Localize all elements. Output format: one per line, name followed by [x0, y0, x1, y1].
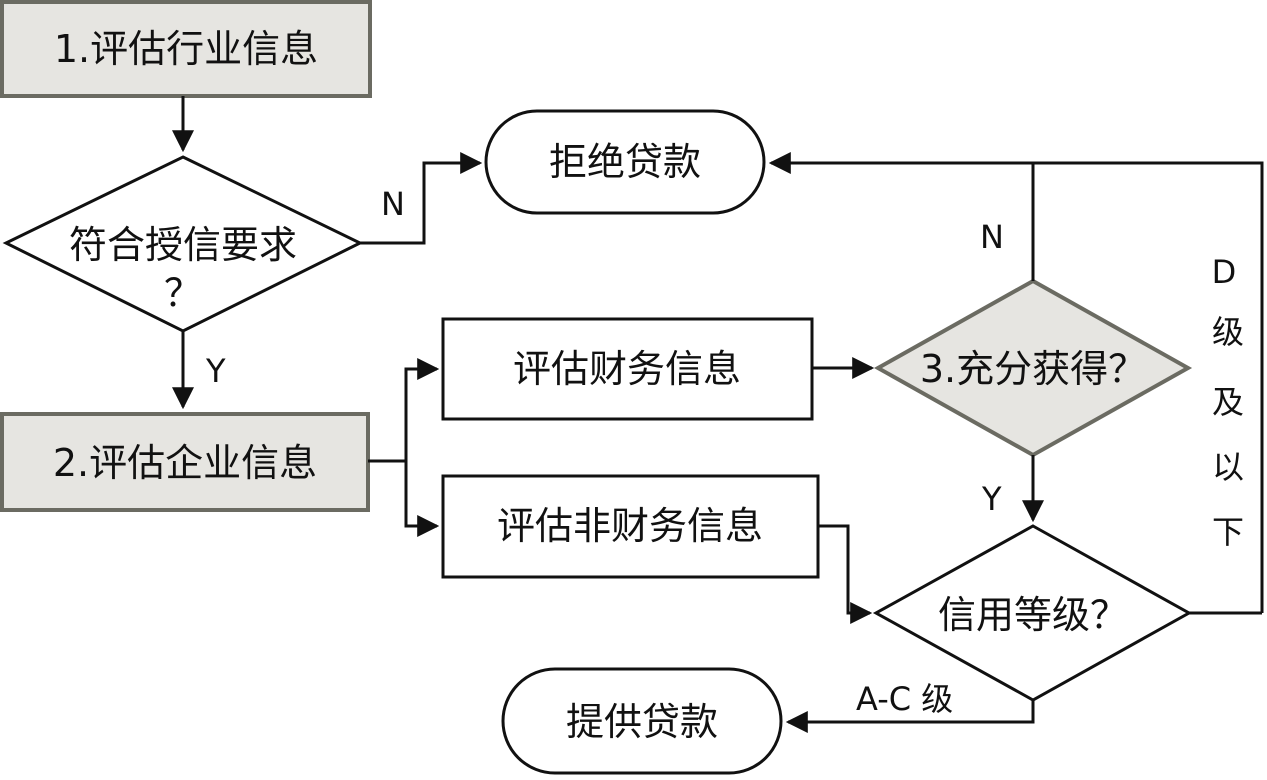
edge-fork-to-nonfinancial	[404, 461, 440, 537]
edge-label-grade-ac: A-C 级	[856, 680, 953, 718]
edge-label-grade-d-char: 以	[1212, 448, 1244, 486]
edge-top-to-reject	[768, 152, 1264, 613]
node-reject-loan-label: 拒绝贷款	[549, 140, 701, 184]
edge-label-grade-d-char: 下	[1212, 513, 1244, 551]
node-assess-nonfinancial: 评估非财务信息	[441, 474, 820, 579]
node-meets-requirement-label: 符合授信要求	[69, 223, 297, 267]
node-assess-financial: 评估财务信息	[441, 317, 814, 421]
edge-fork-to-financial	[404, 358, 440, 461]
node-sufficient: 3.充分获得？	[873, 278, 1193, 458]
node-assess-company: 2.评估企业信息	[0, 412, 370, 512]
edge-label-grade-d-char: 及	[1212, 383, 1244, 421]
node-meets-requirement-question: ？	[164, 271, 202, 315]
node-assess-industry: 1.评估行业信息	[0, 0, 372, 98]
node-assess-nonfinancial-label: 评估非财务信息	[497, 504, 763, 548]
edge-label-grade-d-char: D	[1212, 253, 1237, 291]
edge-label-n1: N	[381, 185, 405, 223]
edge-label-grade-d: D 级 及 以 下	[1212, 253, 1244, 551]
edge-decision-no-to-reject	[360, 152, 483, 245]
node-assess-financial-label: 评估财务信息	[513, 347, 741, 391]
node-meets-requirement: 符合授信要求 ？	[2, 155, 364, 333]
edge-grade-ac-to-provide	[785, 700, 1035, 733]
node-assess-industry-label: 1.评估行业信息	[54, 27, 318, 71]
node-sufficient-label: 3.充分获得？	[920, 347, 1146, 391]
edge-label-grade-d-char: 级	[1212, 313, 1244, 351]
node-credit-grade: 信用等级？	[872, 524, 1193, 702]
node-assess-company-label: 2.评估企业信息	[53, 441, 317, 485]
edge-nonfinancial-to-grade	[818, 524, 873, 624]
node-reject-loan: 拒绝贷款	[484, 109, 766, 215]
edge-label-y2: Y	[981, 480, 1002, 518]
edge-label-y1: Y	[205, 352, 226, 390]
node-credit-grade-label: 信用等级？	[938, 593, 1128, 637]
node-provide-loan-label: 提供贷款	[566, 700, 718, 744]
edge-label-n2: N	[980, 218, 1004, 256]
node-provide-loan: 提供贷款	[501, 667, 783, 775]
